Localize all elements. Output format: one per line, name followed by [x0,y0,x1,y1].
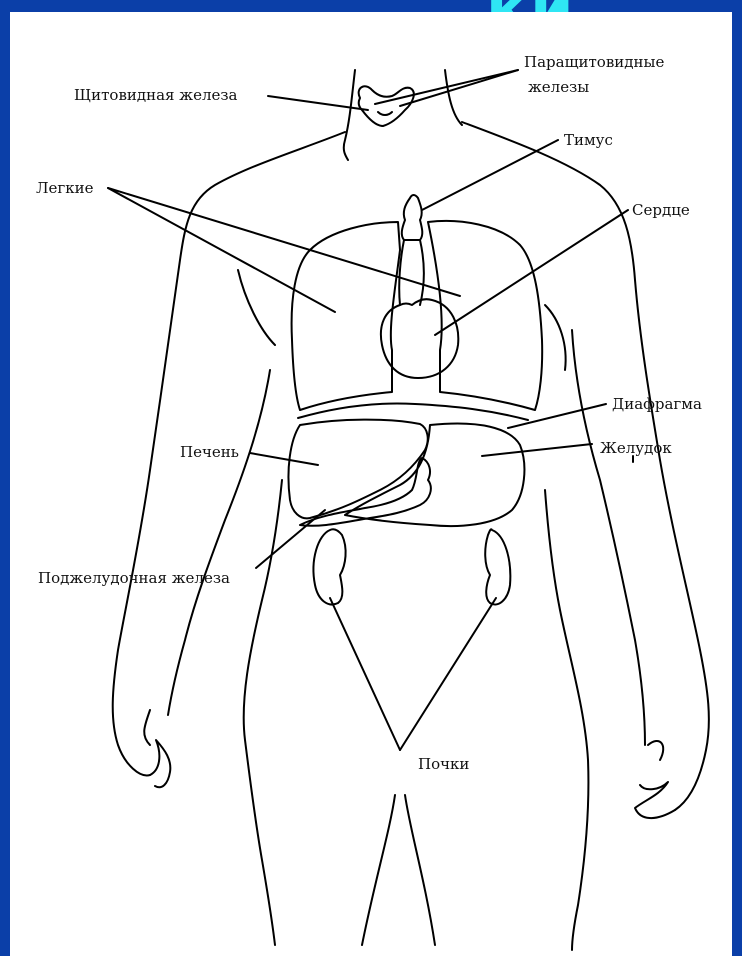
label-parathyroid-line1: Паращитовидные [524,54,664,71]
label-kidneys: Почки [418,756,469,773]
label-thyroid: Щитовидная железа [74,87,238,104]
drawing-panel [10,12,732,956]
label-pancreas: Поджелудочная железа [38,570,230,587]
label-stomach: Желудок [600,440,672,457]
label-heart: Сердце [632,202,690,219]
label-lungs: Легкие [36,180,94,197]
label-thymus: Тимус [564,132,613,149]
label-diaphragm: Диафрагма [612,396,702,413]
label-parathyroid-line2: железы [528,79,589,96]
label-liver: Печень [180,444,239,461]
